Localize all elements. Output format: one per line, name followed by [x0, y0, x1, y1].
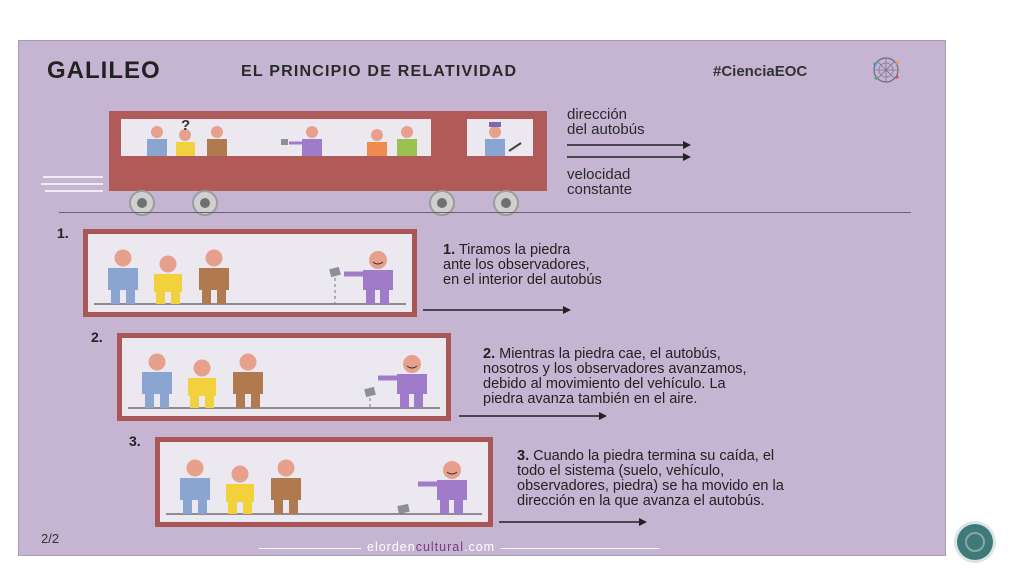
step-3-text: 3. Cuando la piedra termina su caída, el…: [517, 449, 784, 509]
step-2-number: 2.: [91, 329, 103, 345]
infographic-card: GALILEO EL PRINCIPIO DE RELATIVIDAD #Cie…: [18, 40, 946, 556]
footer-part-2: cultural: [415, 540, 464, 554]
step-3-body: Cuando la piedra termina su caída, el to…: [517, 448, 784, 509]
step-3-number: 3.: [129, 433, 141, 449]
step-2-body: Mientras la piedra cae, el autobús, noso…: [483, 346, 747, 407]
footer-part-1: elorden: [367, 540, 416, 554]
footer-part-3: .com: [464, 540, 496, 554]
step-2-arrow: [459, 412, 607, 420]
step-1-number: 1.: [57, 225, 69, 241]
step-1-bold-number: 1.: [443, 242, 456, 258]
step-1-scene: [83, 229, 417, 317]
hashtag-label: #CienciaEOC: [713, 63, 808, 80]
step-1-body: Tiramos la piedra ante los observadores,…: [443, 242, 602, 288]
step-1-figures: [94, 249, 406, 305]
slide-nav-button[interactable]: [957, 524, 993, 560]
step-3-scene: [155, 437, 493, 527]
step-3-figures: [166, 459, 482, 515]
step-1-text: 1. Tiramos la piedra ante los observador…: [443, 243, 602, 288]
step-2-scene: [117, 333, 451, 421]
direction-arrows: [567, 141, 691, 161]
step-3-arrow: [499, 518, 647, 526]
page-title: GALILEO: [47, 57, 161, 84]
bus-speed-label: velocidad constante: [567, 166, 633, 198]
page-number: 2/2: [41, 531, 60, 546]
step-1-arrow: [423, 306, 571, 314]
step-2-text: 2. Mientras la piedra cae, el autobús, n…: [483, 347, 747, 407]
step-2-bold-number: 2.: [483, 346, 496, 362]
step-2-figures: [128, 353, 440, 409]
bus-direction-label: dirección del autobús: [567, 106, 645, 138]
page-subtitle: EL PRINCIPIO DE RELATIVIDAD: [241, 63, 518, 80]
bus-wheels: [129, 190, 519, 216]
step-3-bold-number: 3.: [517, 448, 530, 464]
question-mark: ?: [181, 117, 191, 134]
ciencia-emblem-icon: [873, 57, 899, 83]
speed-lines: [41, 176, 103, 192]
bus-passengers: [147, 122, 522, 156]
bus-illustration: [41, 111, 547, 216]
footer-website: elordencultural.com: [361, 540, 502, 554]
section-divider: [59, 212, 911, 213]
